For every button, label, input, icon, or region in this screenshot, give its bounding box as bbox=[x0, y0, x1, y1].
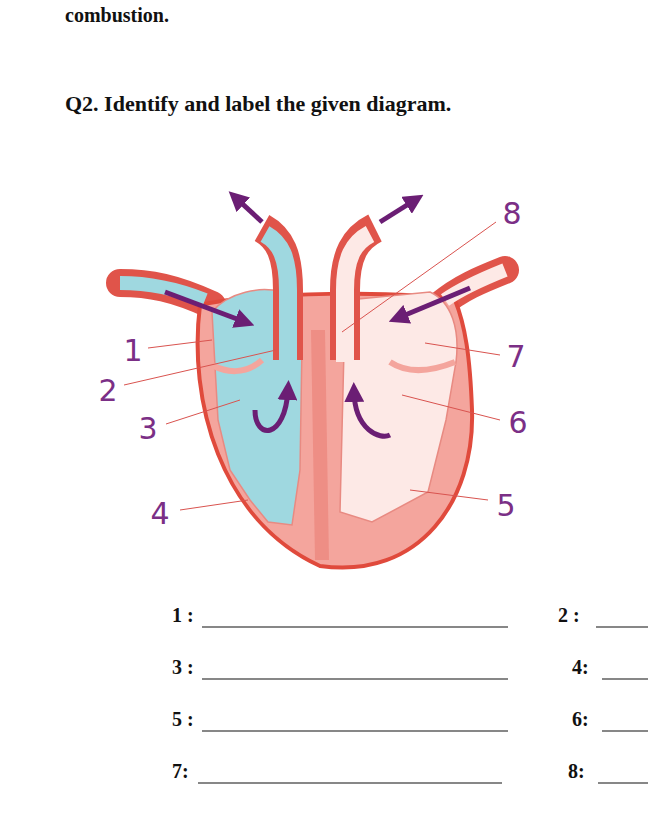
callout-number: 4 bbox=[148, 497, 171, 530]
callout-number: 6 bbox=[506, 406, 529, 439]
answer-label: 2 : bbox=[558, 604, 580, 626]
callout-number: 1 bbox=[121, 334, 144, 367]
answer-label: 8: bbox=[568, 760, 585, 782]
answer-label: 1 : bbox=[172, 604, 194, 626]
pulmonary-vein bbox=[440, 270, 505, 305]
page-text: combustion. bbox=[65, 4, 169, 26]
leader-lines bbox=[124, 222, 500, 510]
answer-label: 6: bbox=[572, 708, 589, 730]
callout-number: 2 bbox=[96, 374, 119, 407]
answer-label: 7: bbox=[172, 760, 189, 782]
callout-number: 5 bbox=[494, 489, 517, 522]
septum bbox=[318, 330, 322, 560]
tricuspid-valve bbox=[212, 360, 262, 371]
answer-label: 3 : bbox=[172, 656, 194, 678]
pulmonary-artery-lumen bbox=[265, 234, 288, 362]
callout-number: 8 bbox=[500, 197, 523, 230]
vena-cava-lumen bbox=[120, 283, 205, 300]
answer-lines bbox=[198, 627, 648, 783]
answer-label: 4: bbox=[572, 656, 589, 678]
answer-label: 5 : bbox=[172, 708, 194, 730]
callout-number: 3 bbox=[136, 412, 159, 445]
aorta-lumen bbox=[345, 234, 370, 362]
callout-number: 7 bbox=[504, 340, 527, 373]
question-heading: Q2. Identify and label the given diagram… bbox=[65, 92, 451, 116]
mitral-valve bbox=[390, 362, 455, 370]
